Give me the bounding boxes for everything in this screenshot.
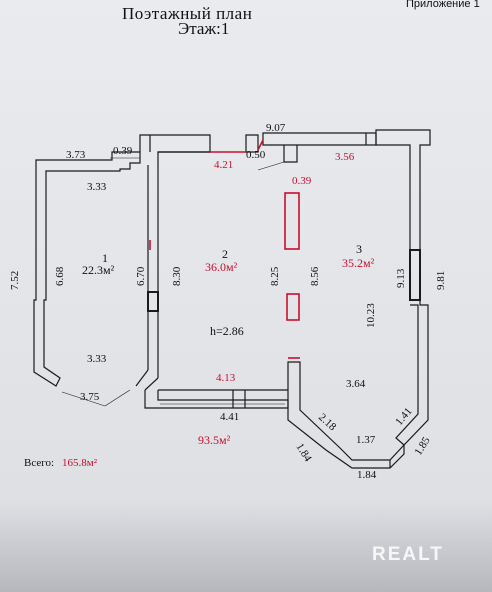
room2-area: 36.0м² xyxy=(205,260,238,274)
room1-right-wall xyxy=(147,165,159,378)
column-upper xyxy=(284,192,300,250)
leader-375b xyxy=(104,389,131,407)
dim-10-23: 10.23 xyxy=(365,303,377,328)
dim-4-41: 4.41 xyxy=(220,411,239,423)
dim-1-85: 1.85 xyxy=(412,434,433,457)
dim-3-64: 3.64 xyxy=(346,378,366,390)
dim-1-37: 1.37 xyxy=(356,434,376,446)
dim-6-68: 6.68 xyxy=(54,266,66,286)
column-lower xyxy=(286,293,300,321)
room2-top-wall xyxy=(139,134,259,165)
plan-title: Поэтажный план xyxy=(122,4,253,23)
leader-lines xyxy=(61,157,285,407)
dim-9-81: 9.81 xyxy=(435,271,447,290)
dim-1-41: 1.41 xyxy=(393,405,415,427)
dim-3-75: 3.75 xyxy=(80,391,100,403)
room2-number: 2 xyxy=(222,247,228,261)
dim-3-56: 3.56 xyxy=(335,151,355,163)
total-value: 165.8м² xyxy=(62,457,98,469)
dimension-labels: 3.73 0.39 3.33 7.52 6.68 6.70 8.30 3.33 … xyxy=(9,122,447,481)
total-label: Всего: xyxy=(24,457,54,469)
dim-3-33-a: 3.33 xyxy=(87,181,107,193)
room1-area: 22.3м² xyxy=(82,263,115,277)
room2-top-wall-segment xyxy=(149,135,210,153)
dim-3-33-b: 3.33 xyxy=(87,353,107,365)
room3-number: 3 xyxy=(356,242,362,256)
floor-label: Этаж:1 xyxy=(178,19,230,38)
ceiling-height: h=2.86 xyxy=(210,324,244,338)
room1-number: 1 xyxy=(102,251,108,265)
red-elements xyxy=(149,139,300,359)
floor-area: 93.5м² xyxy=(198,433,231,447)
room1-right-lower-wall xyxy=(135,369,159,391)
dim-7-52: 7.52 xyxy=(9,271,21,290)
dim-6-70: 6.70 xyxy=(135,266,147,286)
dim-8-56: 8.56 xyxy=(309,266,321,286)
dim-0-39-b: 0.39 xyxy=(292,175,312,187)
opening-top-2 xyxy=(257,139,264,151)
room2-left-pillar xyxy=(147,291,159,312)
dim-9-13: 9.13 xyxy=(395,268,407,288)
photo-shadow xyxy=(0,500,492,592)
dim-9-07: 9.07 xyxy=(266,122,286,134)
dim-1-84-b: 1.84 xyxy=(357,469,377,481)
room3-bottom-wall xyxy=(287,361,405,469)
dim-0-50: 0.50 xyxy=(246,149,266,161)
dim-3-73: 3.73 xyxy=(66,149,86,161)
room3-window-block xyxy=(409,249,421,301)
room2-bottom-wall xyxy=(144,389,289,409)
room3-top-wall xyxy=(262,132,377,163)
walls xyxy=(33,129,431,469)
room3-area: 35.2м² xyxy=(342,256,375,270)
appendix-label: Приложение 1 xyxy=(406,0,480,10)
leader-050 xyxy=(257,161,285,171)
dim-8-25: 8.25 xyxy=(269,266,281,286)
dim-8-30: 8.30 xyxy=(171,266,183,286)
room-labels: 1 22.3м² 2 36.0м² 3 35.2м² h=2.86 93.5м²… xyxy=(24,242,375,469)
dim-4-21: 4.21 xyxy=(214,159,233,171)
realt-watermark: REALT xyxy=(372,544,444,565)
leader-375 xyxy=(61,391,106,407)
dim-1-84-a: 1.84 xyxy=(293,441,314,464)
thick-walls xyxy=(147,249,421,312)
dim-0-39-a: 0.39 xyxy=(113,145,133,157)
dim-4-13: 4.13 xyxy=(216,372,236,384)
dim-2-18: 2.18 xyxy=(316,411,339,433)
